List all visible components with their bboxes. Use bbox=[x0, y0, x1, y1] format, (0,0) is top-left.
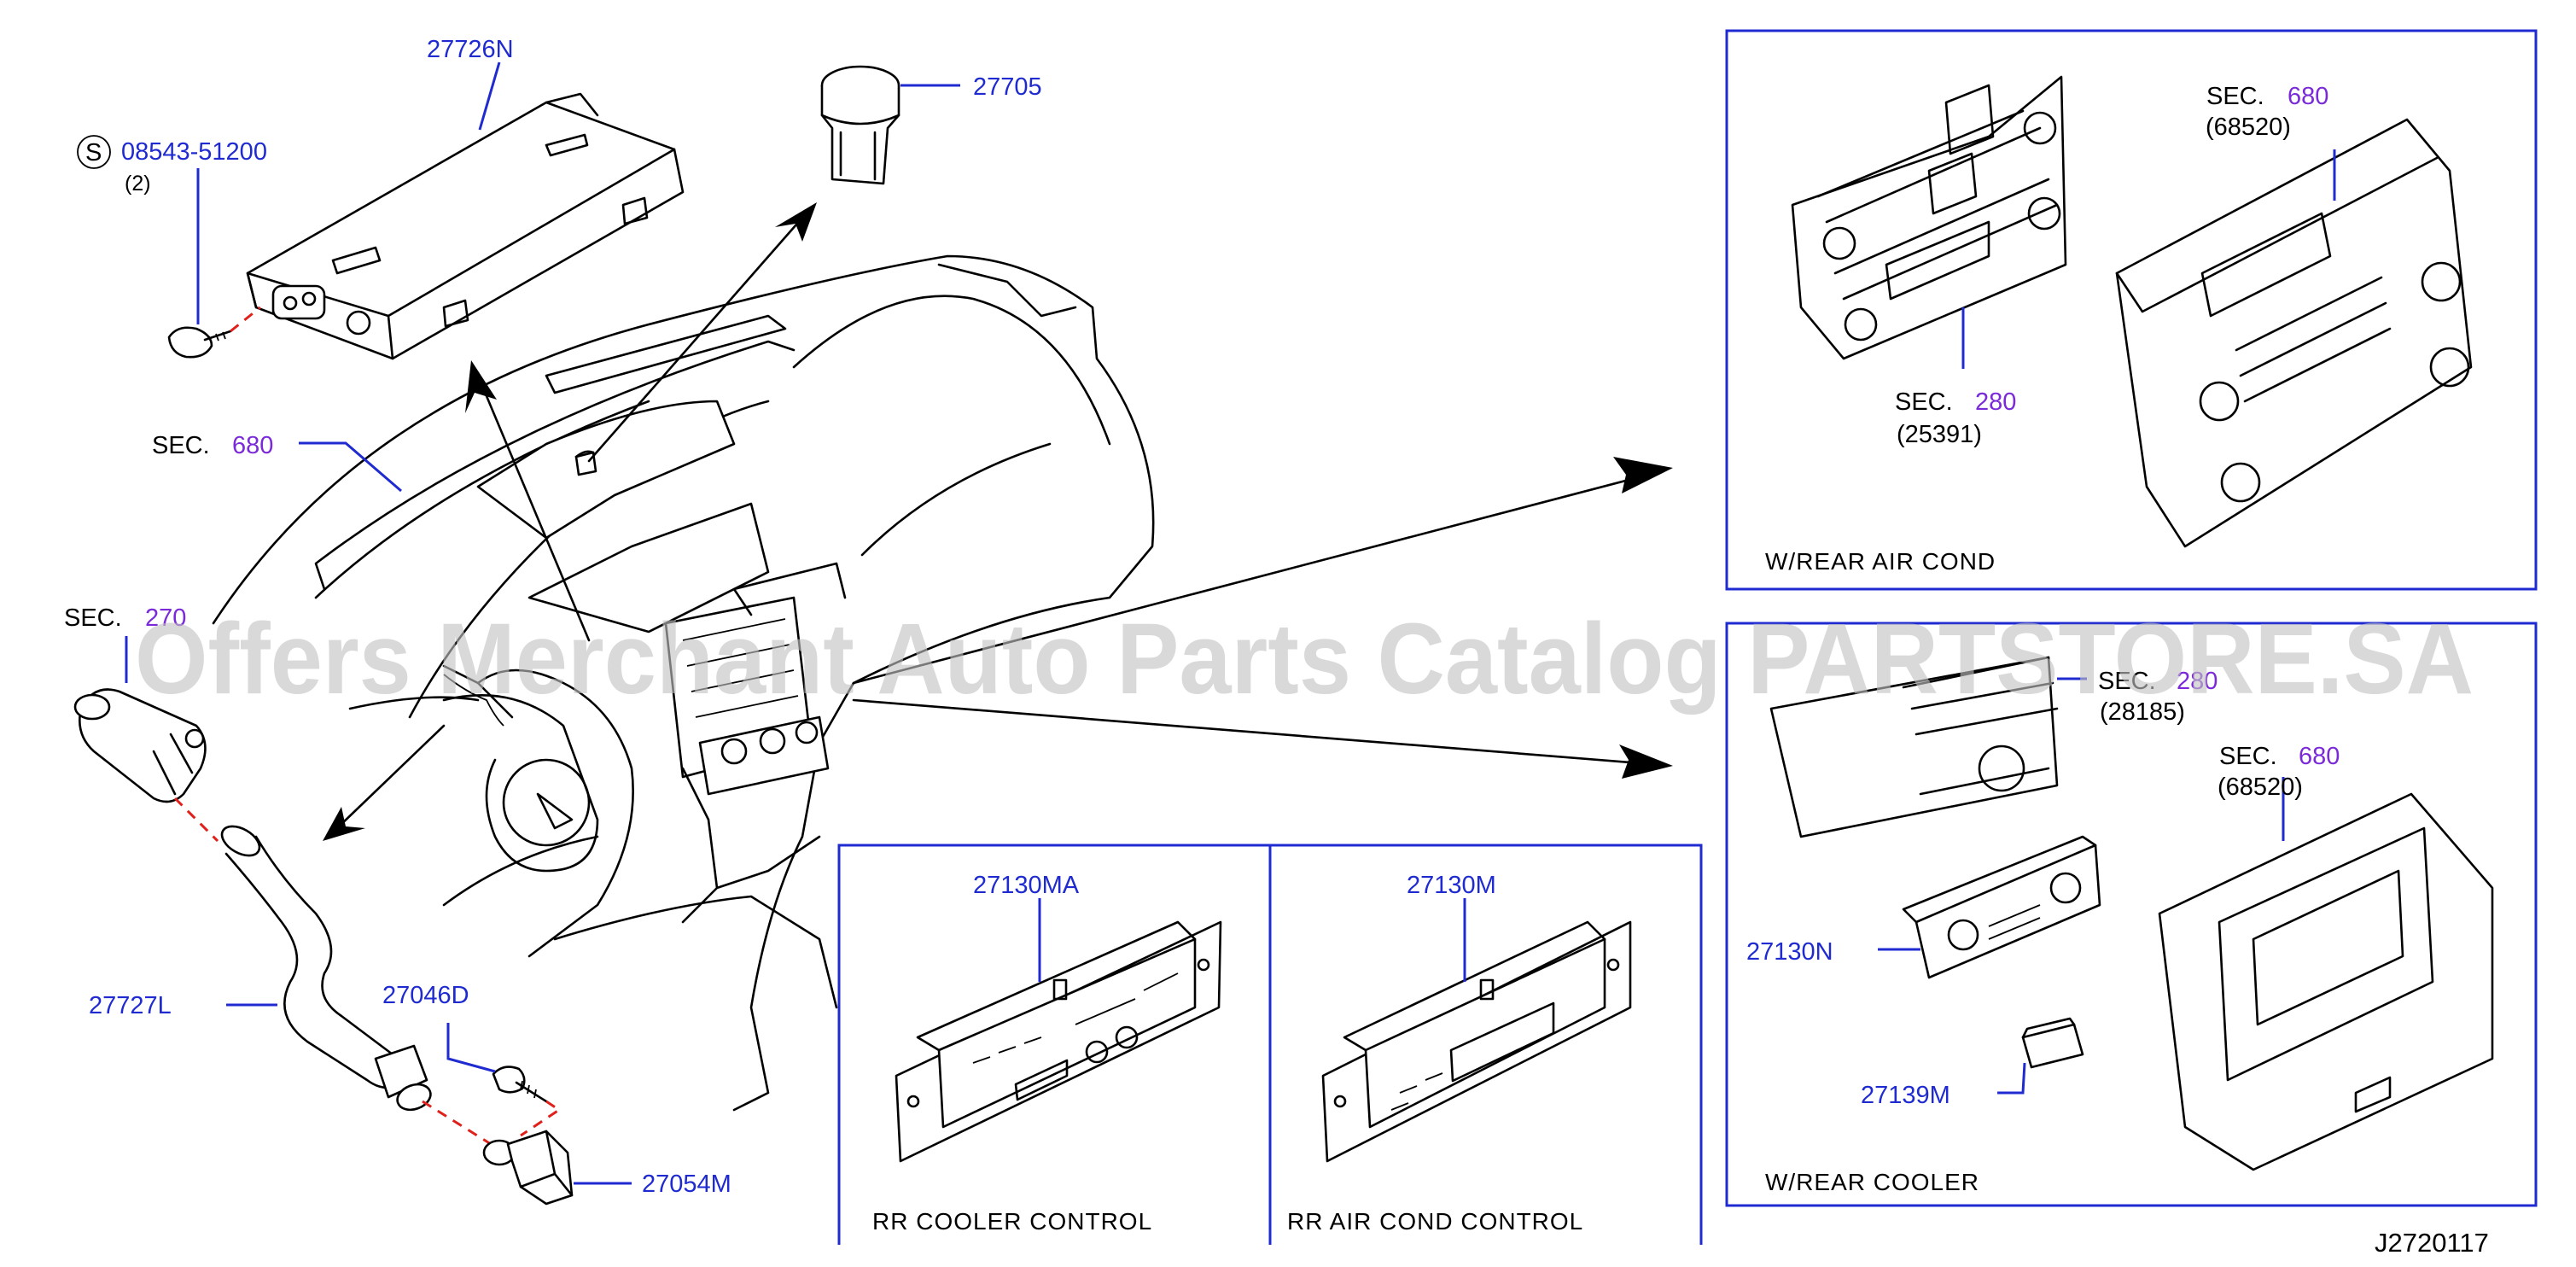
dashboard-drawing bbox=[212, 254, 1155, 1112]
sec680-br-prefix: SEC. bbox=[2219, 743, 2277, 770]
part-27726N bbox=[246, 92, 685, 360]
sec680-br-number: 680 bbox=[2299, 743, 2340, 770]
label-27130N: 27130N bbox=[1746, 938, 1833, 966]
label-27054M: 27054M bbox=[642, 1171, 731, 1198]
sec680-left-prefix: SEC. bbox=[152, 432, 210, 459]
part-27130N-control-unit bbox=[1902, 835, 2101, 979]
sec680-left-number: 680 bbox=[232, 432, 273, 459]
caption-w-rear-cooler: W/REAR COOLER bbox=[1765, 1169, 1979, 1195]
part-27046D-screw bbox=[492, 1066, 548, 1103]
sec270-prefix: SEC. bbox=[64, 604, 122, 632]
part-27054M-sensor bbox=[482, 1130, 574, 1206]
sec680-tr-prefix: SEC. bbox=[2206, 83, 2264, 110]
part-08543-51200-screw bbox=[167, 326, 232, 359]
part-27705-sensor bbox=[820, 65, 900, 185]
sec280-ref: (25391) bbox=[1897, 421, 1982, 448]
sec280-number: 280 bbox=[1975, 388, 2016, 416]
part-68520-finisher-panel-lower bbox=[2158, 792, 2494, 1171]
part-27727L-hose bbox=[220, 825, 432, 1112]
label-08543-51200: 08543-51200 bbox=[121, 138, 267, 166]
part-28185-audio-unit bbox=[1769, 656, 2059, 838]
screw-symbol: S bbox=[85, 139, 102, 166]
label-27130MA: 27130MA bbox=[973, 872, 1080, 899]
label-27705: 27705 bbox=[973, 73, 1042, 101]
sec680-br-ref: (68520) bbox=[2218, 774, 2303, 801]
sec270-number: 270 bbox=[145, 604, 186, 632]
caption-w-rear-air-cond: W/REAR AIR COND bbox=[1765, 548, 1996, 575]
caption-rr-cooler-control: RR COOLER CONTROL bbox=[872, 1208, 1152, 1235]
part-25391-audio-control-unit bbox=[1791, 75, 2067, 360]
callout-arrows bbox=[323, 202, 1673, 841]
label-27139M: 27139M bbox=[1861, 1082, 1950, 1109]
caption-rr-air-cond-control: RR AIR COND CONTROL bbox=[1287, 1208, 1583, 1235]
sec280b-ref: (28185) bbox=[2100, 698, 2185, 726]
part-aspirator-housing bbox=[73, 688, 207, 803]
sec280b-prefix: SEC. bbox=[2098, 668, 2156, 695]
diagram-id: J2720117 bbox=[2375, 1228, 2489, 1258]
sec280b-number: 280 bbox=[2177, 668, 2218, 695]
part-27139M-switch bbox=[2021, 1017, 2084, 1069]
sec680-tr-number: 680 bbox=[2288, 83, 2328, 110]
label-27727L: 27727L bbox=[89, 992, 172, 1019]
label-27130M: 27130M bbox=[1407, 872, 1496, 899]
part-27130MA-control-panel bbox=[895, 920, 1222, 1163]
label-27046D: 27046D bbox=[382, 982, 469, 1009]
label-08543-qty: (2) bbox=[125, 172, 151, 196]
sec280-prefix: SEC. bbox=[1895, 388, 1953, 416]
part-27130M-control-panel bbox=[1321, 920, 1632, 1163]
sec680-tr-ref: (68520) bbox=[2206, 114, 2291, 141]
label-27726N: 27726N bbox=[427, 36, 514, 63]
part-68520-finisher-panel-upper bbox=[2115, 118, 2473, 548]
watermark-text: Offers Merchant Auto Parts Catalog PARTS… bbox=[135, 603, 2474, 715]
